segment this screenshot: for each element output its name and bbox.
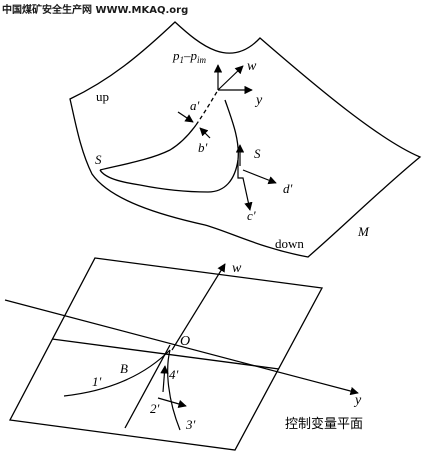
label-4-prime: 4'	[169, 367, 179, 382]
upper-w-axis	[217, 65, 244, 91]
caption-control-plane: 控制变量平面	[285, 416, 363, 432]
fold-curve-lower	[99, 99, 239, 193]
label-S-left: S	[95, 152, 102, 167]
equilibrium-surface	[69, 21, 422, 258]
label-upper-y: y	[254, 93, 263, 108]
arrow-c-path	[237, 160, 253, 211]
label-down: down	[275, 236, 304, 251]
control-plane-outline	[8, 257, 324, 451]
label-S-right: S	[254, 146, 261, 161]
label-lower-y: y	[353, 393, 362, 408]
label-a-prime: a'	[190, 98, 200, 113]
label-3-prime: 3'	[185, 417, 196, 432]
bifurcation-set	[63, 349, 181, 431]
label-p1-pim: p1–pim	[172, 48, 207, 65]
lower-y-axis	[4, 299, 359, 396]
upper-axes	[213, 64, 253, 95]
arrow-b	[199, 127, 211, 139]
control-plane-vertical-line	[124, 344, 171, 429]
label-d-prime: d'	[283, 181, 293, 196]
bifurcation-branch-right	[167, 349, 181, 431]
label-1-prime: 1'	[92, 374, 102, 389]
label-2-prime: 2'	[150, 401, 160, 416]
arrow-d	[242, 169, 277, 185]
lower-w-axis	[171, 263, 226, 351]
label-lower-w: w	[232, 261, 242, 276]
arrow-4	[160, 365, 169, 393]
lower-trajectory-arrows	[157, 365, 187, 408]
surface-outline	[69, 21, 422, 258]
label-upper-w: w	[247, 59, 257, 74]
label-c-prime: c'	[247, 208, 256, 223]
lower-axes	[4, 263, 359, 396]
label-up: up	[96, 89, 109, 104]
arrow-2	[157, 397, 187, 408]
bifurcation-branch-left	[63, 349, 171, 397]
site-watermark-header: 中国煤矿安全生产网 WWW.MKAQ.org	[2, 5, 189, 16]
surface-trajectory-arrows	[177, 111, 277, 211]
arrow-a	[177, 111, 194, 123]
fold-curve-upper	[99, 124, 197, 171]
fold-curve-hidden	[195, 89, 219, 126]
label-origin-O: O	[180, 334, 190, 349]
label-B: B	[120, 361, 128, 376]
label-b-prime: b'	[198, 140, 208, 155]
label-M: M	[357, 224, 370, 239]
